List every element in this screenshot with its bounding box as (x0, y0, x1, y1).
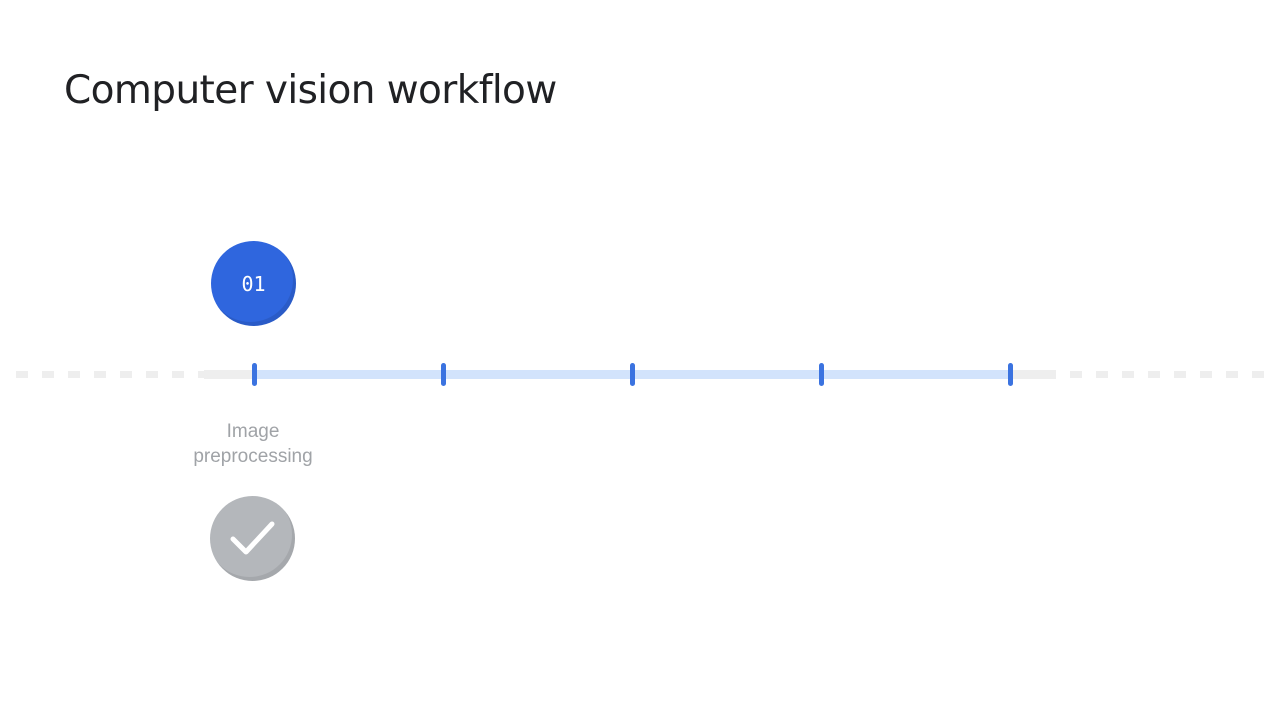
timeline-tick (252, 363, 257, 386)
timeline-dashes-right (1070, 371, 1270, 378)
timeline-dashes-left (16, 371, 204, 378)
step-number: 01 (241, 271, 266, 296)
step-label-line: preprocessing (193, 446, 313, 467)
step-label-line: Image (226, 421, 280, 442)
timeline-tick (1008, 363, 1013, 386)
step-label: Image preprocessing (153, 419, 353, 469)
step-number-badge: 01 (211, 241, 296, 326)
timeline-tick (819, 363, 824, 386)
timeline-tick (441, 363, 446, 386)
step-complete-badge (210, 496, 295, 581)
timeline-tick (630, 363, 635, 386)
page-title: Computer vision workflow (64, 68, 557, 113)
check-icon (230, 521, 275, 555)
